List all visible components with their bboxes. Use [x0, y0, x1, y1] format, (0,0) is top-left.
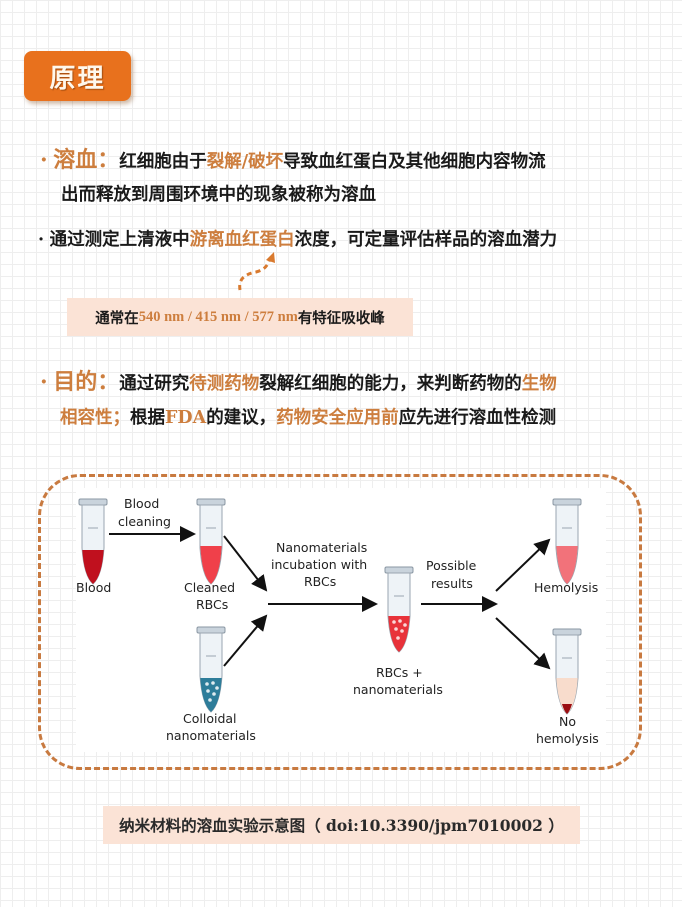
text: 根据 [130, 408, 165, 428]
label-blood: Blood [76, 580, 111, 595]
measure-line: · 通过测定上清液中游离血红蛋白浓度，可定量评估样品的溶血潜力 [38, 226, 557, 251]
highlight-text: 相容性； [60, 408, 130, 428]
blood-tube-icon [78, 498, 108, 585]
highlight-text: FDA [165, 408, 207, 428]
label-incubation: Nanomaterials [276, 540, 367, 555]
figure-caption: 纳米材料的溶血实验示意图（ doi:10.3390/jpm7010002 ） [103, 806, 580, 844]
text: 裂解红细胞的能力，来判断药物的 [259, 374, 522, 394]
label-incubation: RBCs [304, 574, 336, 589]
arrow-colloid-to-mix [223, 614, 268, 667]
label-no-hemolysis: hemolysis [536, 731, 599, 746]
arrow-to-no-hemolysis [495, 617, 551, 670]
label-blood-cleaning: cleaning [118, 514, 171, 529]
text: 通常在 [95, 309, 139, 327]
label-no-hemolysis: No [559, 714, 576, 729]
purpose-line-2: 相容性；根据FDA的建议，药物安全应用前应先进行溶血性检测 [60, 404, 556, 429]
label-mix: nanomaterials [353, 682, 443, 697]
mix-tube-icon [384, 566, 414, 653]
hemolysis-tube-icon [552, 498, 582, 585]
purpose-term: 目的： [53, 369, 120, 395]
bullet: · [40, 369, 48, 395]
colloidal-tube-icon [196, 626, 226, 713]
curved-arrow-icon [238, 252, 275, 291]
label-incubation: incubation with [271, 557, 367, 572]
label-mix: RBCs + [376, 665, 423, 680]
highlight-text: 裂解/破坏 [206, 152, 284, 172]
label-cleaned: RBCs [196, 597, 228, 612]
label-colloidal: Colloidal [183, 711, 237, 726]
label-possible: results [431, 576, 473, 591]
no-hemolysis-tube-icon [552, 628, 582, 715]
label-colloidal: nanomaterials [166, 728, 256, 743]
highlight-text: 待测药物 [189, 374, 260, 394]
highlight-text: 游离血红蛋白 [189, 230, 295, 250]
wavelengths: 540 nm / 415 nm / 577 nm [138, 308, 298, 325]
purpose-line-1: · 目的：通过研究待测药物裂解红细胞的能力，来判断药物的生物 [40, 364, 557, 396]
hemolysis-line-1: · 溶血：红细胞由于裂解/破坏导致血红蛋白及其他细胞内容物流 [40, 142, 546, 174]
arrow-cleaned-to-mix [223, 535, 268, 592]
text: 有特征吸收峰 [297, 309, 385, 327]
text: 红细胞由于 [119, 152, 207, 172]
text: 导致血红蛋白及其他细胞内容物流 [283, 152, 546, 172]
text: 通过研究 [119, 374, 190, 394]
absorption-note: 通常在 540 nm / 415 nm / 577 nm 有特征吸收峰 [67, 298, 413, 336]
label-hemolysis: Hemolysis [534, 580, 598, 595]
highlight-text: 生物 [521, 374, 557, 394]
text: 通过测定上清液中 [49, 230, 190, 250]
text: 应先进行溶血性检测 [398, 408, 557, 428]
text: 的建议， [206, 408, 277, 428]
label-blood-cleaning: Blood [124, 496, 159, 511]
highlight-text: 药物安全应用前 [276, 408, 399, 428]
bullet: · [40, 147, 48, 173]
diagram-dashed-frame [38, 474, 642, 770]
arrow-to-hemolysis [495, 538, 551, 592]
cleaned-rbc-tube-icon [196, 498, 226, 585]
text: 浓度，可定量评估样品的溶血潜力 [294, 230, 558, 250]
hemolysis-line-2: 出而释放到周围环境中的现象被称为溶血 [61, 185, 376, 205]
bullet: · [38, 230, 45, 250]
section-title-badge: 原理 [24, 51, 131, 101]
label-cleaned: Cleaned [184, 580, 235, 595]
hemolysis-assay-diagram: Blood Blood cleaning Cleaned RBCs Colloi… [76, 488, 606, 752]
hemolysis-term: 溶血： [53, 147, 120, 173]
label-possible: Possible [426, 558, 477, 573]
